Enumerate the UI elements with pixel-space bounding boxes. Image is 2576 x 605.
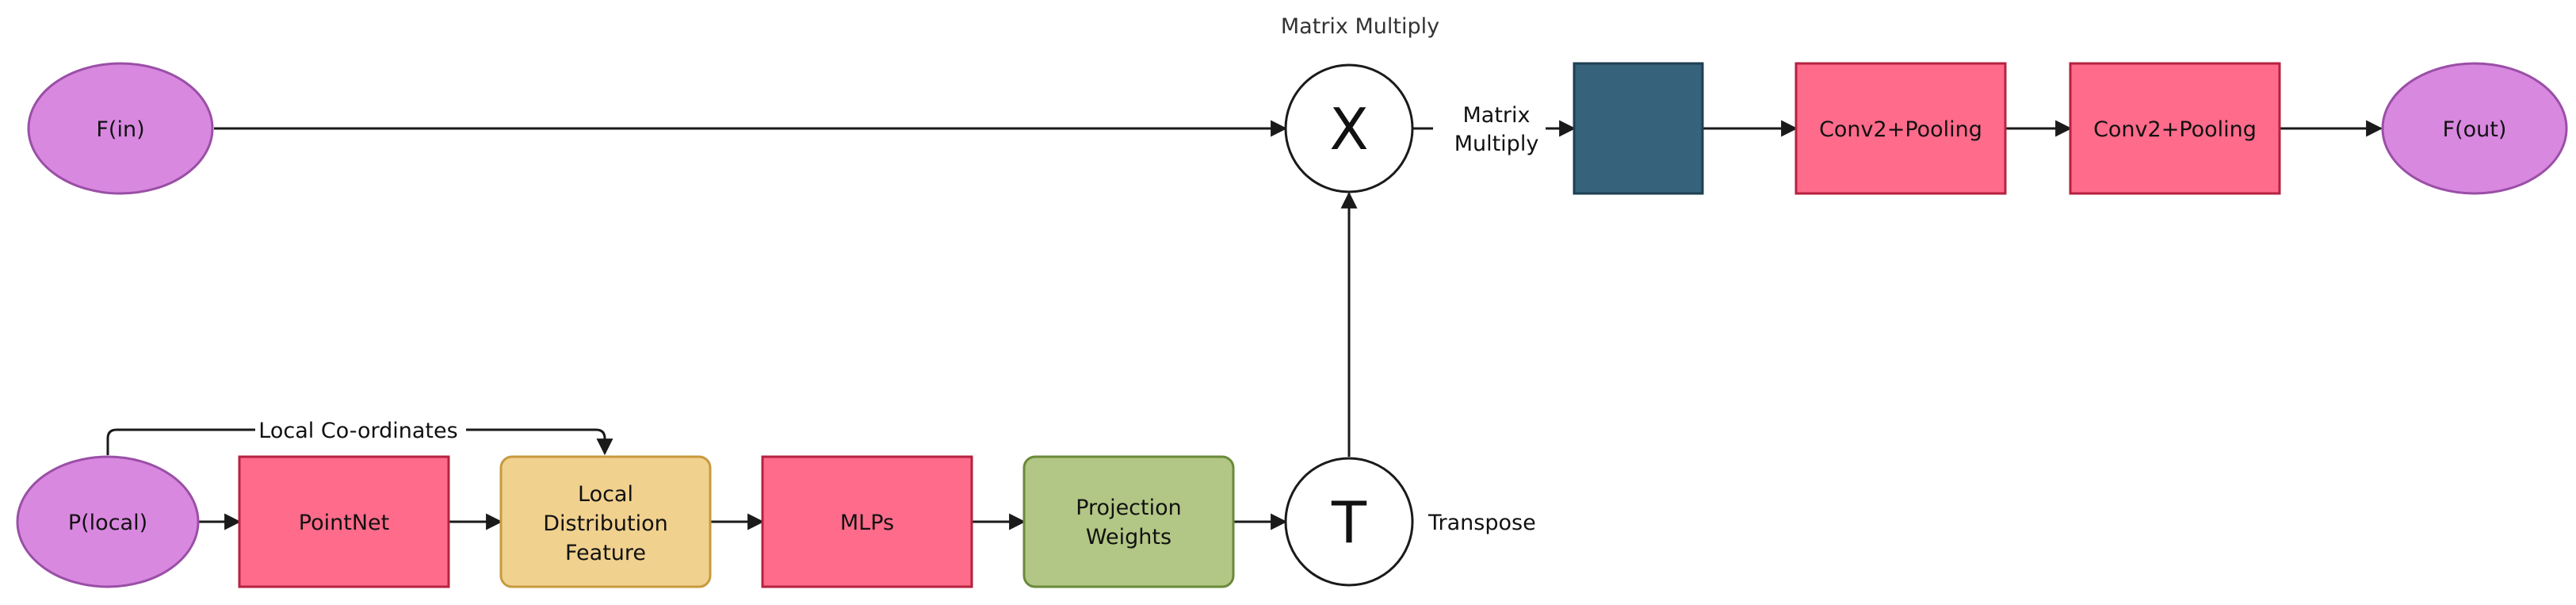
local-dist-label-line2: Distribution [543,511,668,536]
proj-weights-label-line2: Weights [1086,525,1171,549]
f-in-label: F(in) [96,117,144,142]
local-coordinates-label: Local Co-ordinates [258,419,457,443]
proj-weights-label-line1: Projection [1076,496,1182,520]
f-in-shape [27,62,214,195]
f-out-label: F(out) [2443,117,2507,142]
node-conv2: Conv2+Pooling [2069,62,2281,195]
multiply-symbol: X [1329,96,1368,163]
local-dist-shape [499,455,712,588]
local-dist-label-line1: Local [578,482,633,507]
matrix-multiply-top-label: Matrix Multiply [1281,14,1439,39]
local-dist-label-line3: Feature [565,541,646,565]
p-local-label: P(local) [68,511,147,535]
p-local-shape [16,455,200,588]
node-p-local: P(local) [16,455,200,588]
mlps-shape [761,455,973,588]
f-out-shape [2381,62,2568,195]
node-transpose: T [1284,457,1414,587]
matrix-multiply-side-label-line1: Matrix [1462,103,1530,128]
matrix-multiply-side-label-line2: Multiply [1454,132,1539,156]
transpose-symbol: T [1331,489,1367,556]
pointnet-shape [238,455,450,588]
conv2-label: Conv2+Pooling [2093,117,2257,142]
proj-weights-shape [1022,455,1235,588]
conv1-label: Conv2+Pooling [1819,117,1982,142]
node-dark-block [1573,62,1704,195]
node-f-in: F(in) [27,62,214,195]
node-multiply: X [1284,63,1414,193]
edge-local-coordinates [106,428,605,455]
mlps-label: MLPs [840,511,894,535]
dark-block-shape [1573,62,1704,195]
node-local-distribution-feature: Local Distribution Feature [499,455,712,588]
pointnet-label: PointNet [299,511,389,535]
transpose-circle [1284,457,1414,587]
node-pointnet: PointNet [238,455,450,588]
node-mlps: MLPs [761,455,973,588]
node-f-out: F(out) [2381,62,2568,195]
transpose-label: Transpose [1428,511,1536,535]
conv1-shape [1794,62,2007,195]
node-projection-weights: Projection Weights [1022,455,1235,588]
multiply-circle [1284,63,1414,193]
conv2-shape [2069,62,2281,195]
node-conv1: Conv2+Pooling [1794,62,2007,195]
